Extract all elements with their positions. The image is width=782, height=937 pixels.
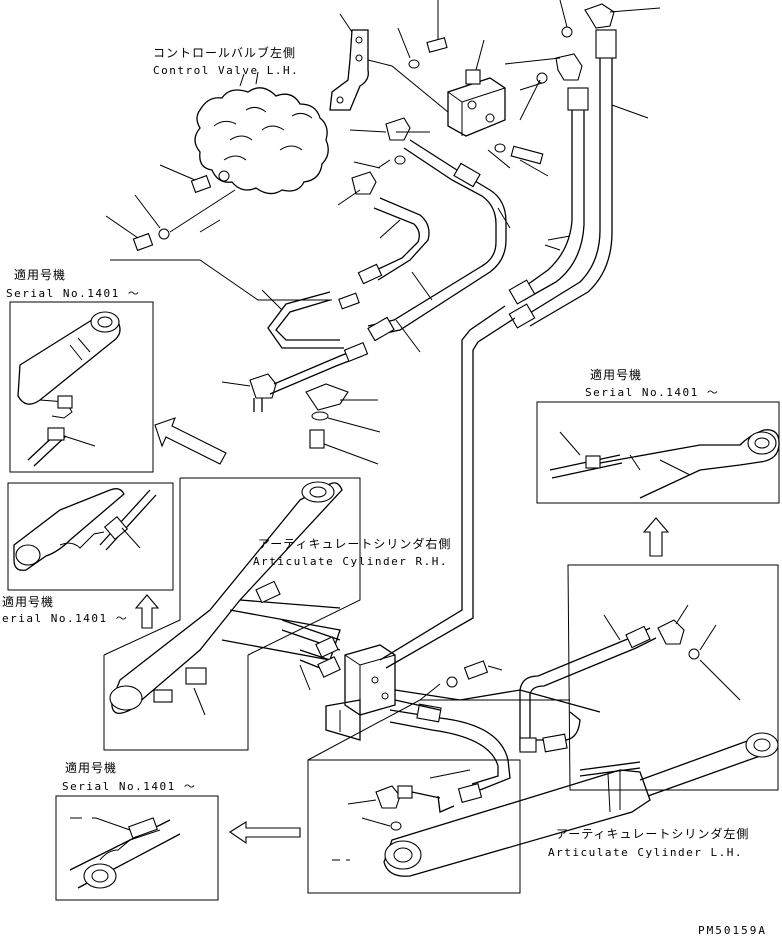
clamp-center (305, 383, 381, 465)
inset-top-left (9, 301, 154, 473)
lh-cylinder-frame (307, 564, 779, 894)
serial-label-right: 適用号機 Serial No.1401 ～ (585, 367, 719, 399)
control-valve (194, 71, 329, 195)
hose-to-lh (389, 689, 601, 804)
arrow-left-icon (228, 821, 301, 845)
serial-right-jp: 適用号機 (590, 367, 642, 382)
art-rh-jp: アーティキュレートシリンダ右側 (258, 536, 451, 551)
serial-bottom-left-en: Serial No.1401 ～ (62, 780, 196, 793)
long-tube-center (379, 305, 516, 669)
articulate-cylinder-rh (109, 481, 343, 716)
articulate-cylinder-lh-label: アーティキュレートシリンダ左側 Articulate Cylinder L.H. (548, 826, 749, 859)
mounting-bracket-top (329, 13, 449, 113)
arrow-up-left-icon (154, 417, 227, 465)
elbow-fittings-top-right (504, 0, 661, 121)
serial-mid-left-jp: 適用号機 (2, 594, 54, 609)
hose-vertical-right (508, 29, 649, 329)
serial-top-left-en: Serial No.1401 ～ (6, 287, 140, 300)
fittings-lower (332, 785, 455, 861)
bolts-top (397, 0, 549, 177)
serial-right-en: Serial No.1401 ～ (585, 386, 719, 399)
serial-top-left-jp: 適用号機 (14, 267, 66, 282)
arrow-up-icon (134, 594, 160, 629)
articulate-cylinder-lh (383, 732, 779, 877)
tube-bent-left (261, 289, 360, 349)
tube-valve-outlet (349, 117, 507, 353)
tube-bent-middle (337, 159, 433, 301)
art-rh-en: Articulate Cylinder R.H. (253, 555, 448, 568)
elbow-left-mid (221, 341, 369, 412)
arrow-up-icon (642, 517, 670, 557)
articulate-cylinder-rh-label: アーティキュレートシリンダ右側 Articulate Cylinder R.H. (253, 536, 451, 568)
inset-bottom-left (55, 795, 219, 901)
valve-fittings (105, 164, 332, 301)
art-lh-jp: アーティキュレートシリンダ左側 (556, 826, 749, 841)
leader-lines (199, 131, 561, 251)
steel-tube-right (519, 604, 741, 753)
control-valve-label: コントロールバルブ左側 Control Valve L.H. (153, 45, 299, 77)
control-valve-label-en: Control Valve L.H. (153, 64, 299, 77)
center-mount-block (325, 644, 503, 741)
serial-label-bottom-left: 適用号機 Serial No.1401 ～ (62, 760, 196, 793)
art-lh-en: Articulate Cylinder L.H. (548, 846, 743, 859)
inset-mid-left (7, 482, 174, 591)
inset-right (536, 401, 780, 504)
valve-block-top (447, 39, 506, 137)
serial-label-mid-left: 適用号機 erial No.1401 ～ (2, 594, 128, 625)
control-valve-label-jp: コントロールバルブ左側 (153, 45, 296, 60)
drawing-code: PM50159A (698, 924, 767, 937)
serial-mid-left-en: erial No.1401 ～ (2, 612, 128, 625)
serial-label-top-left: 適用号機 Serial No.1401 ～ (6, 267, 140, 300)
serial-bottom-left-jp: 適用号機 (65, 760, 117, 775)
